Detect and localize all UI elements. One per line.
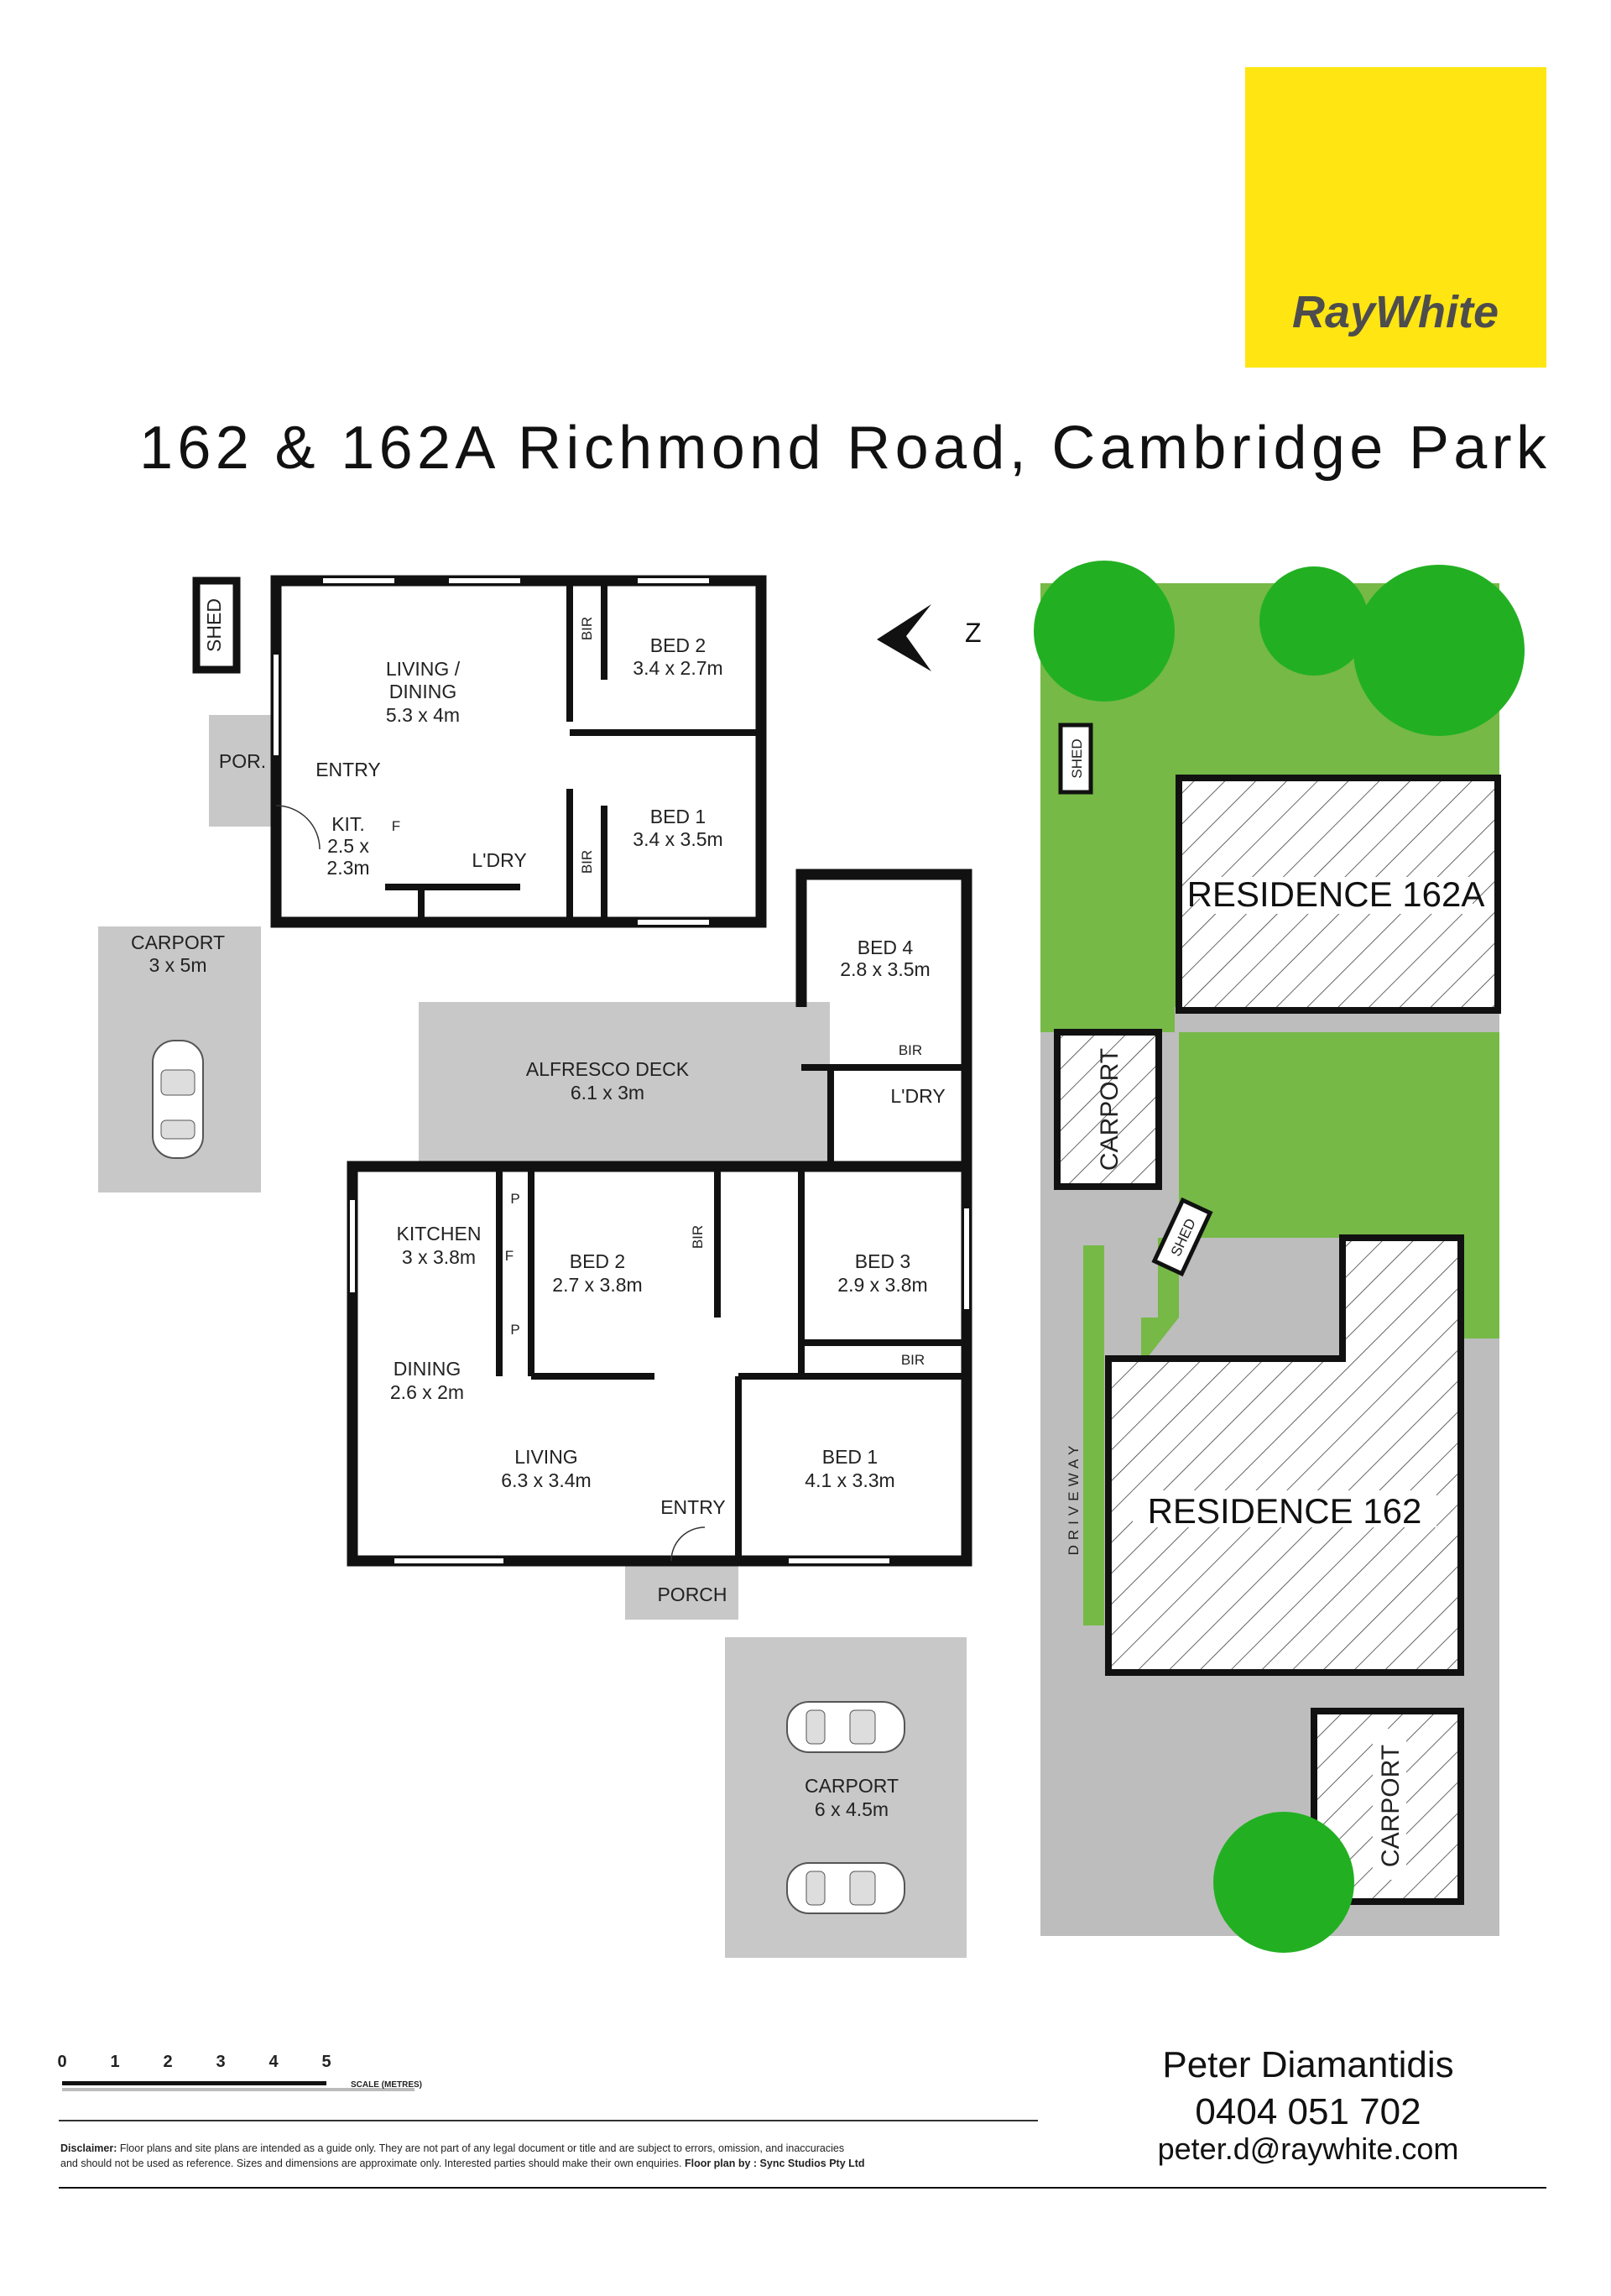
page-title: 162 & 162A Richmond Road, Cambridge Park [139,415,1547,482]
bed1-dim: 4.1 x 3.3m [805,1469,894,1491]
bed1-dim: 3.4 x 3.5m [633,828,722,850]
carport-label: CARPORT [131,931,225,953]
kitchen-label: KITCHEN [397,1223,482,1245]
porch-area [209,715,276,827]
carport-label: CARPORT [805,1775,899,1797]
bed1-label: BED 1 [650,806,706,827]
svg-text:3: 3 [216,2053,225,2071]
bir-label: BIR [690,1225,706,1249]
driveway-label: DRIVEWAY [1066,1441,1082,1556]
bir-label: BIR [901,1352,925,1368]
scale-bar: 0 1 2 3 4 5 SCALE (METRES) [57,2053,422,2091]
agent-phone[interactable]: 0404 051 702 [1195,2091,1421,2132]
dining-dim: 2.6 x 2m [390,1381,464,1403]
living-label-2: DINING [389,681,457,702]
kitchen-dim: 3 x 3.8m [402,1246,476,1268]
residence-162-label: RESIDENCE 162 [1148,1491,1422,1531]
living-dim: 6.3 x 3.4m [501,1469,591,1491]
raywhite-logo: RayWhite [1245,67,1546,368]
porch-area [625,1561,738,1620]
laundry-label: L'DRY [890,1085,945,1107]
scale-label: SCALE (METRES) [351,2080,422,2090]
porch-label: PORCH [657,1584,727,1605]
north-arrow-icon: Z [877,604,982,671]
living-label: LIVING [514,1446,577,1468]
site-carport-label: CARPORT [1377,1745,1405,1867]
svg-text:0: 0 [57,2053,66,2071]
residence-162 [1105,1234,1464,1676]
disclaimer-line-1: Disclaimer: Floor plans and site plans a… [60,2142,844,2154]
site-carport-label: CARPORT [1096,1048,1124,1171]
fridge-label: F [392,818,400,834]
bed1-label: BED 1 [822,1446,878,1468]
carport-dim: 6 x 4.5m [815,1798,889,1820]
svg-text:4: 4 [268,2053,279,2071]
bir-label: BIR [579,617,595,640]
residence-162a-label: RESIDENCE 162A [1187,874,1485,914]
bed2-dim: 2.7 x 3.8m [552,1274,642,1296]
svg-text:2: 2 [163,2053,172,2071]
entry-label: ENTRY [315,759,381,780]
site-shed-label: SHED [1069,738,1085,778]
entry-label: ENTRY [660,1496,726,1518]
car-icon [786,1862,905,1914]
pantry-label: P [510,1191,519,1207]
svg-text:1: 1 [110,2053,119,2071]
floorplan-162: ALFRESCO DECK 6.1 x 3m BED 4 2.8 x 3.5m … [347,869,972,1958]
bir-label: BIR [899,1042,922,1058]
car-icon [152,1040,204,1159]
svg-text:Z: Z [965,618,982,648]
logo-text: RayWhite [1292,287,1499,337]
bed2-dim: 3.4 x 2.7m [633,657,722,679]
porch-label: POR. [219,750,266,772]
tree-icon [1213,1812,1354,1953]
pantry-label: P [510,1322,519,1338]
bed2-label: BED 2 [570,1250,625,1272]
kitchen-label: KIT. [331,813,365,835]
living-dim: 5.3 x 4m [386,704,460,726]
shed [192,577,241,674]
agent-name: Peter Diamantidis [1162,2044,1453,2085]
alfresco-deck [419,1002,830,1163]
site-shed [1058,723,1093,795]
alfresco-dim: 6.1 x 3m [571,1082,644,1104]
bed2-label: BED 2 [650,634,706,656]
tree-icon [1353,565,1525,736]
car-icon [786,1701,905,1753]
kitchen-dim-1: 2.5 x [327,835,369,857]
kitchen-dim-2: 2.3m [326,857,369,879]
laundry-label: L'DRY [472,849,526,871]
bed3-dim: 2.9 x 3.8m [837,1274,927,1296]
shed-label: SHED [203,598,225,652]
living-label: LIVING / [386,658,461,680]
fridge-label: F [505,1248,514,1264]
tree-icon [1259,566,1369,676]
bed3-label: BED 3 [855,1250,910,1272]
svg-text:5: 5 [321,2053,331,2071]
alfresco-label: ALFRESCO DECK [526,1058,690,1080]
bed4-dim: 2.8 x 3.5m [840,958,930,980]
tree-icon [1034,561,1175,702]
bed4-label: BED 4 [858,937,914,958]
carport-dim: 3 x 5m [149,954,206,976]
bir-label: BIR [579,850,595,874]
disclaimer-line-2: and should not be used as reference. Siz… [60,2158,865,2169]
floorplan-162a: SHED POR. ENTRY LIVING / DINING 5.3 x 4m… [98,575,767,1192]
dining-label: DINING [394,1358,461,1380]
site-plan: RESIDENCE 162A CARPORT RESIDENCE 162 CAR… [1034,561,1525,1953]
site-shed [1151,1197,1213,1277]
site-carport [1054,1029,1162,1190]
agent-email[interactable]: peter.d@raywhite.com [1158,2132,1459,2166]
